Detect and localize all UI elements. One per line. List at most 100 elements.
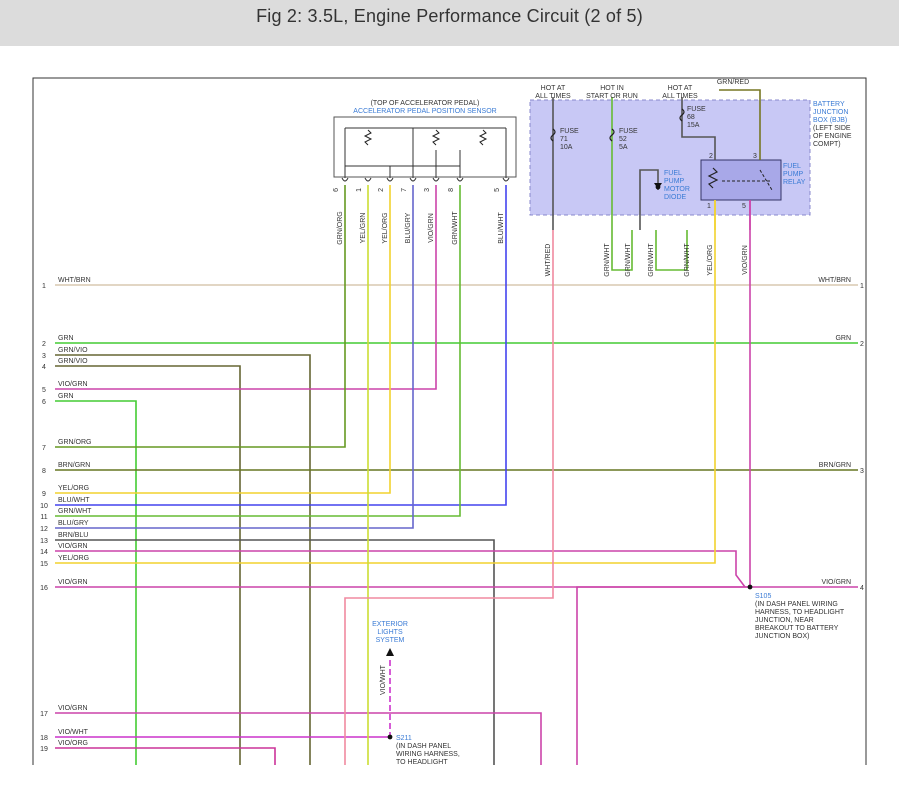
wire-row-9 <box>55 185 391 494</box>
wire-diode <box>639 169 659 230</box>
sensor-pin-number: 7 <box>401 188 408 192</box>
hot-at-all-times-label: HOT AT <box>541 85 566 92</box>
row-number-left: 9 <box>42 491 46 498</box>
row-wire-label: GRN/VIO <box>58 358 88 365</box>
wire-row-17 <box>55 712 542 765</box>
row-wire-label-right: GRN <box>835 335 851 342</box>
row-number-left: 18 <box>40 735 48 742</box>
wires-layer <box>55 89 858 765</box>
row-number-left: 15 <box>40 561 48 568</box>
sensor-wire-label: BLU/GRY <box>405 212 412 243</box>
row-number-left: 11 <box>40 514 47 521</box>
row-wire-label: VIO/ORG <box>58 740 88 747</box>
row-number-left: 13 <box>40 538 48 545</box>
sensor-internal-wiring <box>344 127 507 178</box>
s105-desc: HARNESS, TO HEADLIGHT <box>755 609 845 616</box>
row-number-left: 2 <box>42 341 46 348</box>
figure-title: Fig 2: 3.5L, Engine Performance Circuit … <box>256 6 643 26</box>
row-wire-label: BRN/BLU <box>58 532 88 539</box>
s105-splice-dot <box>747 584 753 590</box>
s105-desc: (IN DASH PANEL WIRING <box>755 601 838 608</box>
exterior-lights-label: SYSTEM <box>376 637 405 644</box>
bjb-output-wire-label: VIO/GRN <box>742 245 749 275</box>
diagram-frame <box>32 77 867 765</box>
sensor-pin-number: 5 <box>494 188 501 192</box>
s211-desc: (IN DASH PANEL <box>396 743 451 750</box>
fuse-icon <box>679 108 685 122</box>
title-bar: Fig 2: 3.5L, Engine Performance Circuit … <box>0 0 899 46</box>
potentiometer-icon <box>431 129 441 146</box>
sensor-wire-label: BLU/WHT <box>498 212 505 244</box>
row-wire-label: BLU/GRY <box>58 520 89 527</box>
wire-wht-red <box>344 230 554 765</box>
wire-row-19 <box>55 747 276 765</box>
wire-vio-grn-s105 <box>576 200 751 765</box>
row-number-left: 12 <box>40 526 48 533</box>
connector-pin-icon <box>386 177 394 182</box>
wire-row-10 <box>55 185 507 506</box>
connector-pin-icon <box>409 177 417 182</box>
bjb-name-label: (LEFT SIDE <box>813 125 851 132</box>
row-number-left: 7 <box>42 445 46 452</box>
wire-row-7 <box>55 185 346 448</box>
s211-desc: WIRING HARNESS, <box>396 751 460 758</box>
relay-coil-icon <box>707 167 719 189</box>
wire-row-14 <box>55 550 746 588</box>
wire-row-5 <box>55 185 437 390</box>
fuse-icon <box>550 128 556 142</box>
s105-desc: JUNCTION BOX) <box>755 633 809 640</box>
bjb-output-wire-label: YEL/ORG <box>707 244 714 275</box>
s105-label: S105 <box>755 593 771 600</box>
wire-diode-loop <box>655 230 688 271</box>
relay-pin-number: 3 <box>753 153 757 160</box>
relay-switch-icon <box>722 169 773 191</box>
fuse-icon <box>609 128 615 142</box>
fuse-label: FUSE <box>560 128 579 135</box>
connector-pin-icon <box>502 177 510 182</box>
connector-pin-icon <box>432 177 440 182</box>
hot-in-start-run-label: HOT IN <box>600 85 624 92</box>
fuse-label: FUSE <box>619 128 638 135</box>
bjb-name-label: BATTERY <box>813 101 845 108</box>
sensor-wire-label: GRN/ORG <box>337 211 344 244</box>
row-number-left: 16 <box>40 585 48 592</box>
wire-fuse68 <box>681 97 716 160</box>
sensor-wire-label: YEL/ORG <box>382 212 389 243</box>
sensor-wire-label: YEL/GRN <box>360 213 367 244</box>
row-wire-label: YEL/ORG <box>58 555 89 562</box>
fuse-label: FUSE <box>687 106 706 113</box>
bjb-output-wire-label: GRN/WHT <box>648 243 655 277</box>
row-wire-label: BRN/GRN <box>58 462 90 469</box>
diode-label: FUEL <box>664 170 682 177</box>
relay-label: FUEL <box>783 163 801 170</box>
row-wire-label: GRN/WHT <box>58 508 92 515</box>
row-number-left: 4 <box>42 364 46 371</box>
hot-at-all-times-label: ALL TIMES <box>535 93 571 100</box>
sensor-pin-number: 8 <box>448 188 455 192</box>
row-number-left: 10 <box>40 503 48 510</box>
wire-row-6 <box>55 400 137 765</box>
row-wire-label: BLU/WHT <box>58 497 90 504</box>
row-wire-label: WHT/BRN <box>58 277 91 284</box>
wire-grn-red <box>719 89 761 160</box>
diode-label: PUMP <box>664 178 685 185</box>
wire-row-13 <box>55 539 495 765</box>
wire-row-3 <box>55 354 311 765</box>
row-wire-label: GRN <box>58 393 74 400</box>
wire-row-4 <box>55 365 241 765</box>
row-wire-label: GRN/ORG <box>58 439 91 446</box>
bjb-output-wire-label: GRN/WHT <box>625 243 632 277</box>
sensor-location-label: (TOP OF ACCELERATOR PEDAL) <box>371 100 480 107</box>
sensor-wire-label: VIO/GRN <box>428 213 435 243</box>
row-wire-label: VIO/GRN <box>58 543 88 550</box>
bjb-name-label: BOX (BJB) <box>813 117 847 124</box>
relay-label: RELAY <box>783 179 806 186</box>
row-number-left: 19 <box>40 746 48 753</box>
fuse-label: 71 <box>560 136 568 143</box>
wire-fuse52 <box>611 97 633 271</box>
row-wire-label: VIO/WHT <box>58 729 89 736</box>
bjb-name-label: OF ENGINE <box>813 133 852 140</box>
exterior-lights-label: EXTERIOR <box>372 621 408 628</box>
sensor-pin-number: 6 <box>333 188 340 192</box>
